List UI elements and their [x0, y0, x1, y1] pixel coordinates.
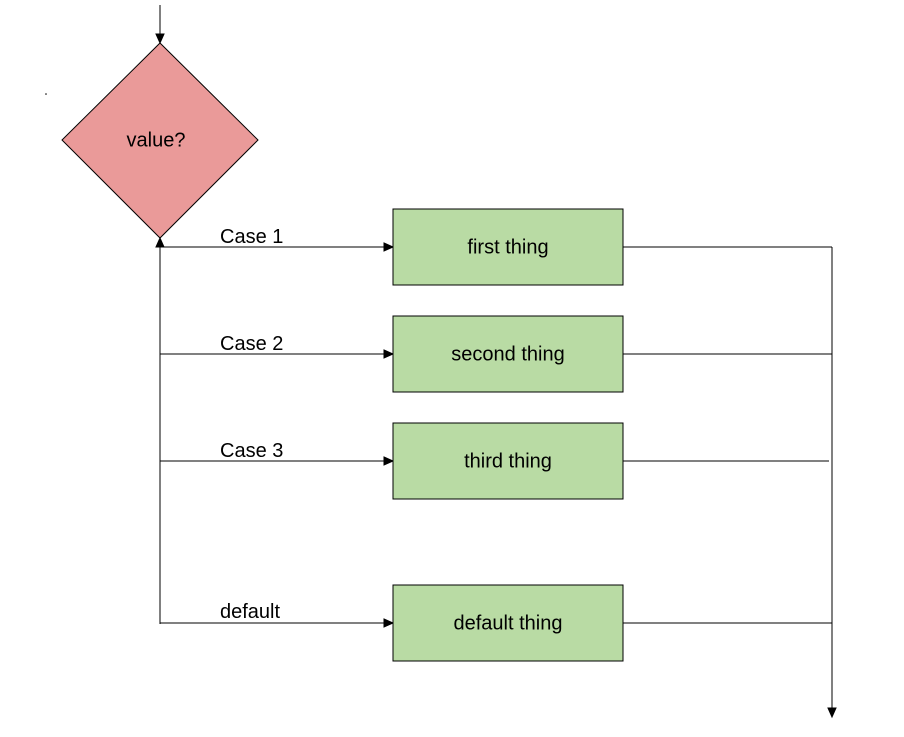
- edge-label-default: default: [220, 601, 280, 623]
- entry-arrow: [155, 5, 165, 45]
- action-label-first: first thing: [467, 236, 548, 258]
- edge-label-case-1: Case 1: [220, 226, 283, 248]
- branch-trunk: [155, 236, 165, 624]
- action-label-third: third thing: [464, 450, 552, 472]
- action-label-second: second thing: [451, 343, 564, 365]
- decision-label: value?: [127, 129, 186, 151]
- branch-case-3: Case 3: [160, 440, 395, 466]
- action-node-third: third thing: [392, 422, 624, 500]
- action-label-default: default thing: [454, 612, 563, 634]
- decision-node: value?: [61, 42, 259, 239]
- edge-label-case-3: Case 3: [220, 440, 283, 462]
- branch-default: default: [160, 601, 395, 628]
- exit-arrow: [827, 247, 837, 719]
- action-node-first: first thing: [392, 208, 624, 286]
- branch-case-1: Case 1: [160, 226, 395, 252]
- stray-dot: [45, 93, 47, 95]
- edge-label-case-2: Case 2: [220, 333, 283, 355]
- merge-connectors: [623, 246, 832, 624]
- action-node-second: second thing: [392, 315, 624, 393]
- action-node-default: default thing: [392, 584, 624, 662]
- branch-case-2: Case 2: [160, 333, 395, 359]
